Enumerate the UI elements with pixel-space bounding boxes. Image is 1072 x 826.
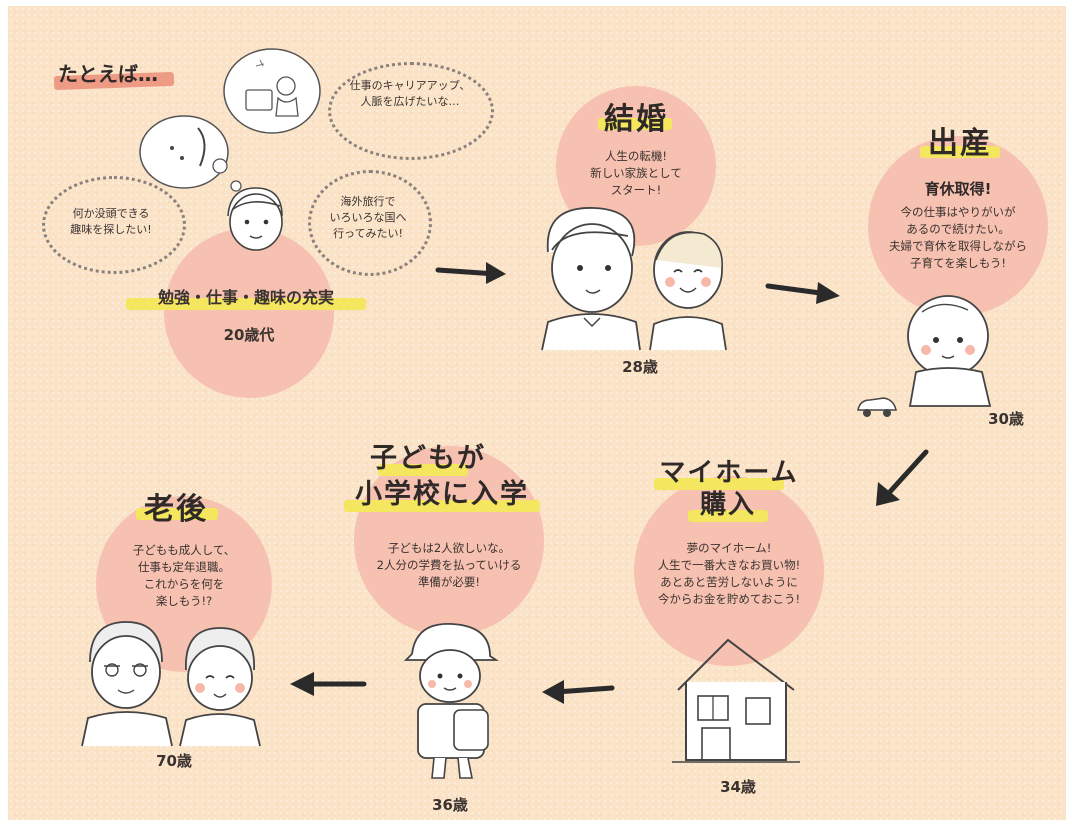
home-title-line2: 購入 [699, 490, 756, 520]
thought-laptop-illustration [223, 48, 321, 134]
home-text: 夢のマイホーム!人生で一番大きなお買い物!あとあと苦労しないように今からお金を貯… [657, 541, 801, 606]
retire-age: 70歳 [156, 752, 192, 770]
elderly-couple-illustration [81, 621, 261, 747]
travel-thought-text: 海外旅行でいろいろな国へ行ってみたい! [329, 195, 407, 240]
thought-face-illustration [139, 115, 229, 189]
marriage-title: 結婚 [604, 102, 668, 137]
intro-label: たとえば… [58, 62, 158, 86]
couple-illustration [541, 207, 727, 351]
hobby-thought-text: 何か没頭できる趣味を探したい! [70, 207, 152, 236]
retire-title: 老後 [144, 492, 208, 527]
home-circle [634, 476, 824, 666]
marriage-text: 人生の転機!新しい家族としてスタート! [590, 149, 682, 197]
twenties-title: 勉強・仕事・趣味の充実 [157, 288, 334, 307]
home-title-line1: マイホーム [659, 458, 799, 488]
arrow-right-2 [765, 282, 840, 304]
birth-title: 出産 [928, 126, 992, 161]
retire-highlight [136, 508, 218, 520]
arrow-left-2 [290, 672, 367, 696]
twenties-circle [164, 228, 334, 398]
school-highlight-1 [378, 464, 468, 476]
home-age: 34歳 [720, 778, 756, 796]
baby-illustration [907, 295, 992, 407]
birth-subtitle: 育休取得! [924, 180, 992, 198]
arrow-right-1 [435, 262, 506, 284]
birth-circle [868, 136, 1048, 316]
twenties-age: 20歳代 [223, 326, 275, 344]
small-bubble-dots [212, 158, 242, 192]
schoolchild-illustration [403, 623, 499, 779]
arrow-down-left [876, 449, 929, 506]
school-age: 36歳 [432, 796, 468, 814]
marriage-age: 28歳 [622, 358, 658, 376]
school-title-line1: 子どもが [370, 443, 486, 474]
life-plan-board: たとえば… 仕事のキャリアアップ、人脈を広げたいな… 海外旅行でいろいろな国へ行… [8, 6, 1066, 820]
school-text: 子どもは2人欲しいな。2人分の学費を払っていける準備が必要! [376, 541, 522, 589]
home-highlight-2 [688, 510, 768, 522]
career-thought-text: 仕事のキャリアアップ、人脈を広げたいな… [349, 79, 471, 108]
house-illustration [672, 638, 800, 763]
travel-thought-bubble [308, 170, 432, 276]
school-title-line2: 小学校に入学 [355, 479, 529, 510]
home-highlight-1 [654, 478, 784, 490]
birth-age: 30歳 [988, 410, 1024, 428]
toy-car-illustration [857, 397, 897, 417]
school-highlight-2 [344, 500, 540, 512]
career-thought-bubble [328, 62, 494, 160]
school-circle [354, 446, 544, 636]
marriage-highlight [598, 118, 672, 130]
twenties-highlight [126, 298, 366, 310]
retire-text: 子どもも成人して、仕事も定年退職。これからを何を楽しもう!? [132, 543, 236, 608]
birth-highlight [920, 146, 1000, 158]
young-man-illustration [227, 187, 283, 251]
arrow-left-1 [542, 680, 615, 704]
hobby-thought-bubble [42, 176, 186, 274]
birth-text: 今の仕事はやりがいがあるので続けたい。夫婦で育休を取得しながら子育てを楽しもう! [889, 205, 1027, 270]
